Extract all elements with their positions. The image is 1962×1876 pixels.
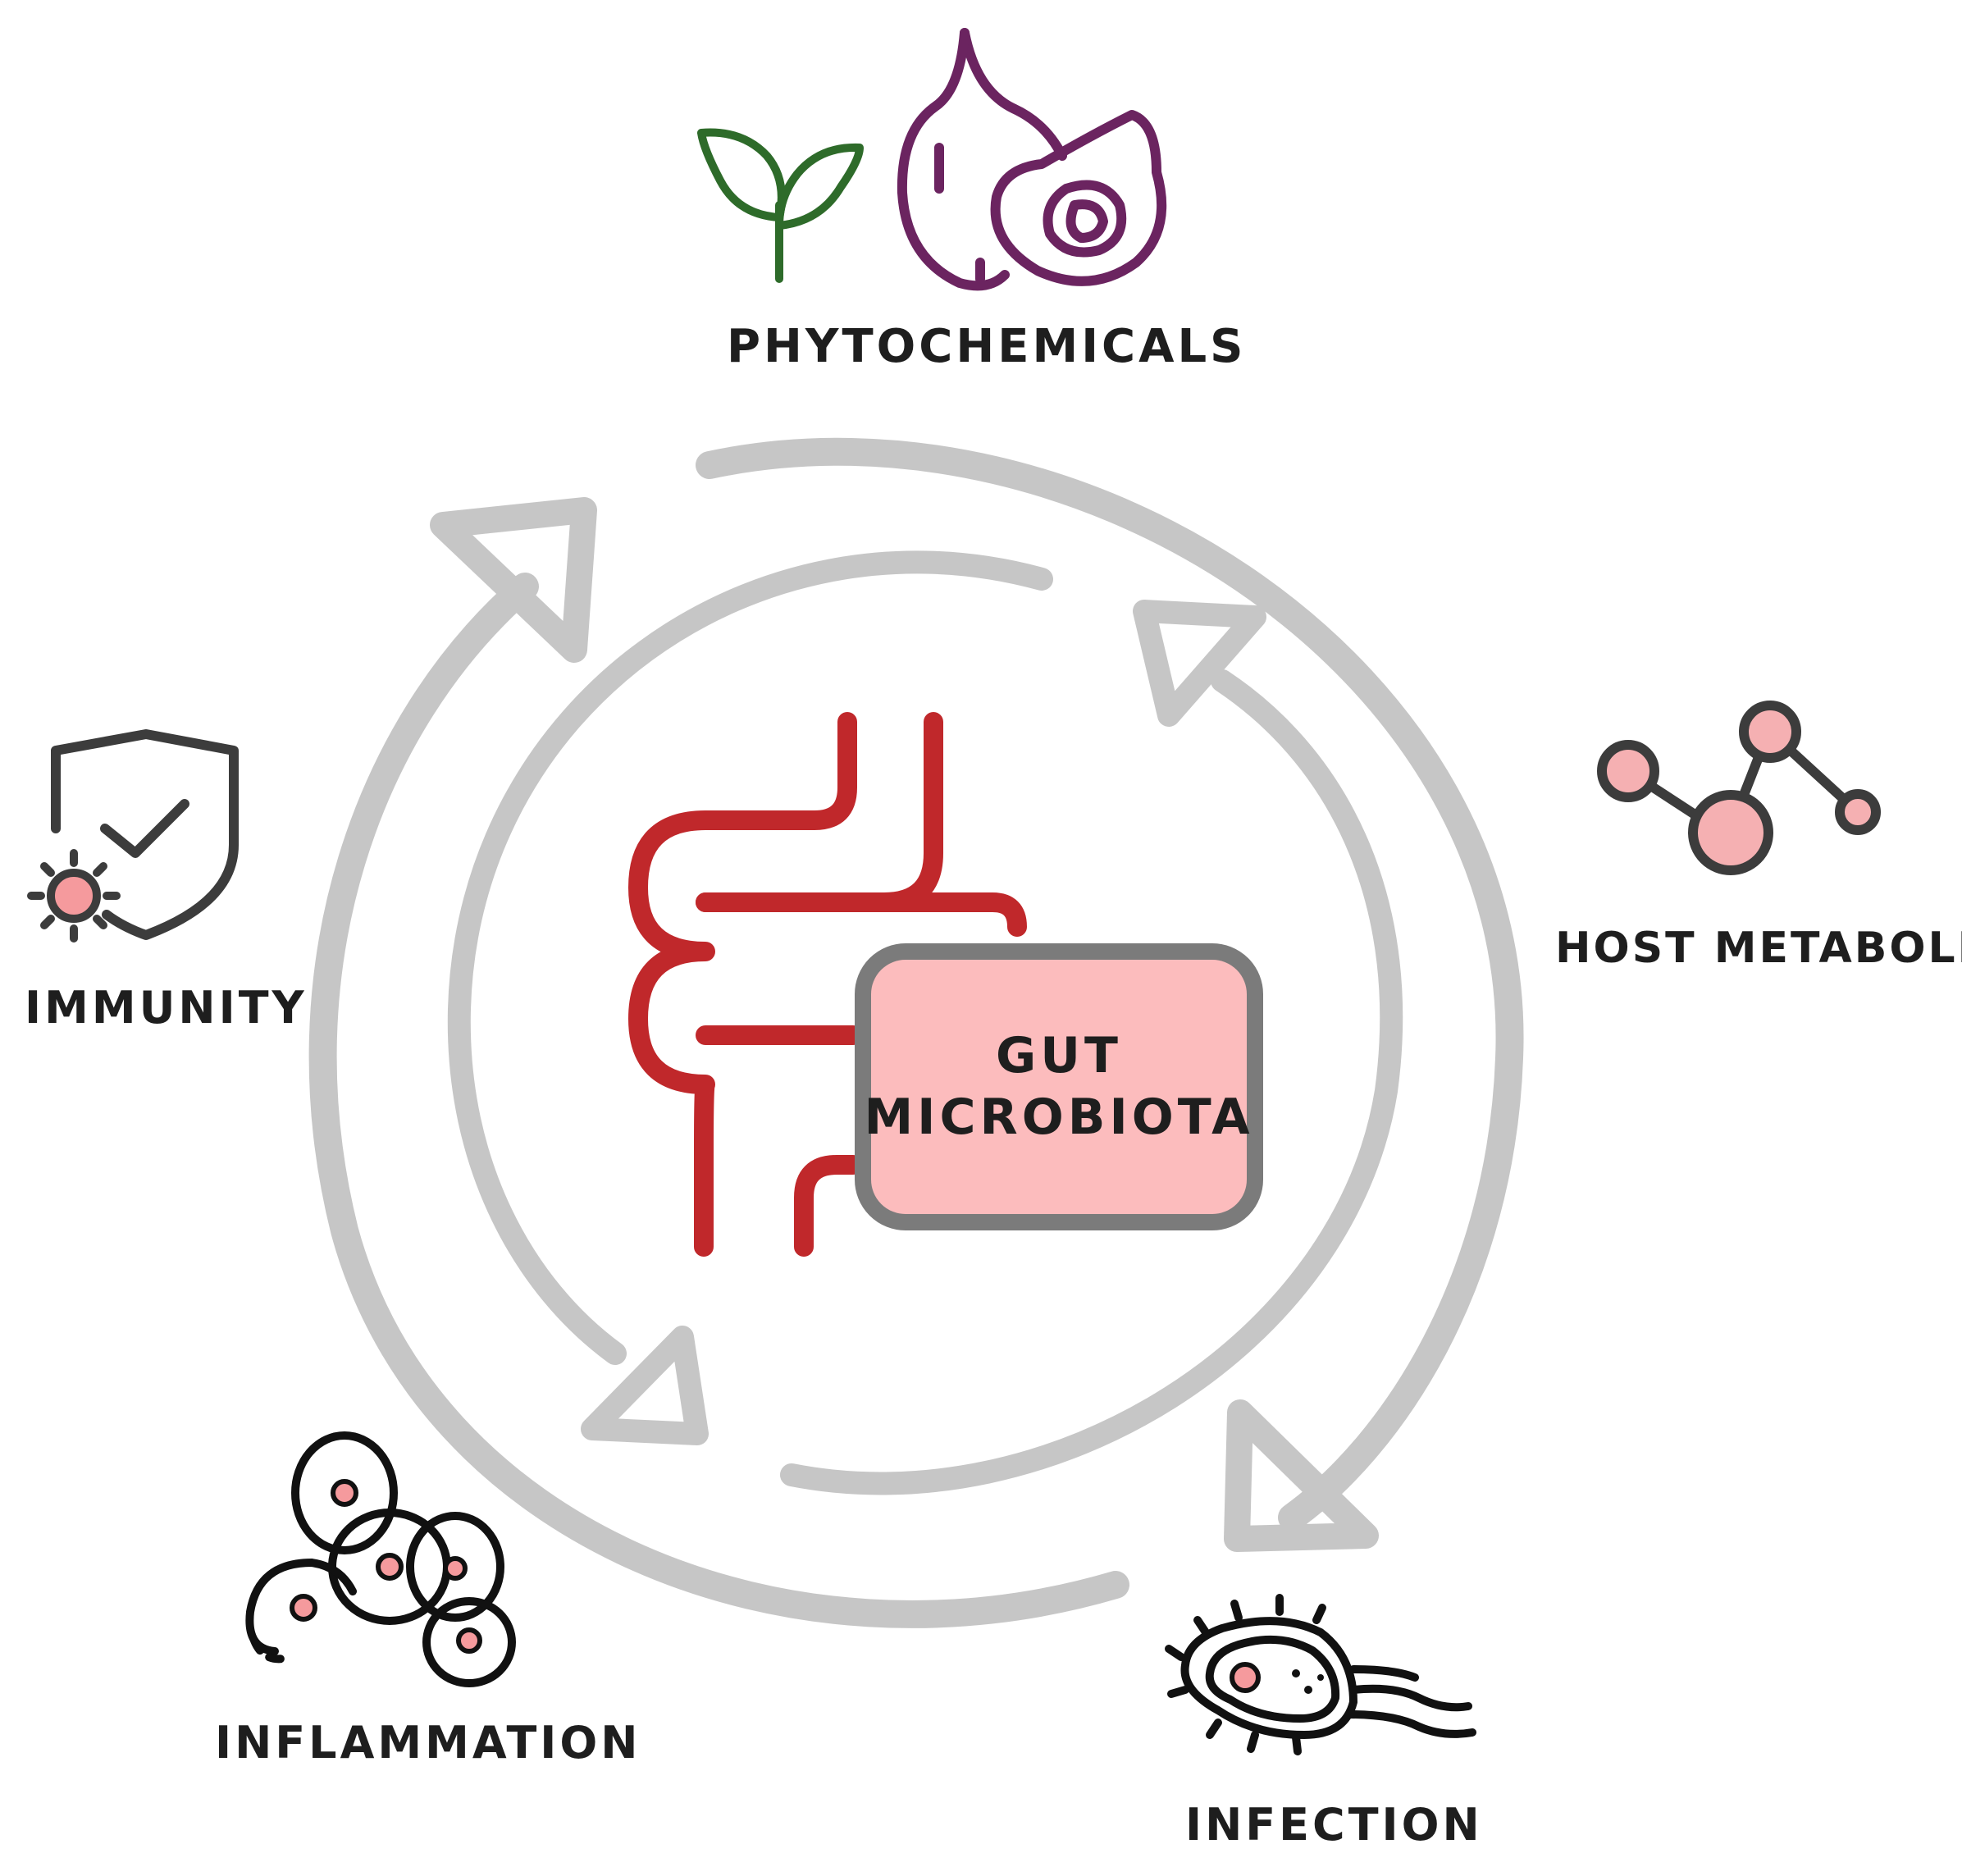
inner-cycle: [447, 550, 1403, 1495]
arrowhead-top-left: [430, 497, 597, 663]
arrowhead-bottom-right: [1224, 1399, 1379, 1552]
shield-check-icon: [51, 729, 239, 940]
arrowhead-inner-bottom-left: [581, 1326, 709, 1445]
outer-arc-left: [308, 573, 1129, 1628]
molecule-icon: [1597, 701, 1881, 875]
gut-microbiota-box: [855, 943, 1263, 1230]
arrowhead-inner-top-right: [1133, 600, 1266, 727]
label-host-metabolism: HOST METABOLISM: [1555, 924, 1962, 973]
onion-icon: [897, 28, 1167, 291]
bacterium-icon: [1165, 1594, 1476, 1755]
center-label-line1: GUT: [996, 1027, 1122, 1084]
label-phytochemicals: PHYTOCHEMICALS: [727, 320, 1247, 373]
outer-arc-top-right: [696, 437, 1524, 1531]
center-label-line2: MICROBIOTA: [864, 1089, 1254, 1146]
bacterium-inclusions: [1230, 1662, 1324, 1694]
outer-cycle: [308, 437, 1524, 1628]
inner-arc-left: [447, 550, 1053, 1365]
center-label: GUT MICROBIOTA: [863, 952, 1255, 1222]
inner-arc-right: [780, 669, 1403, 1495]
label-immunity: IMMUNITY: [25, 982, 308, 1034]
cells-nuclei: [290, 1479, 482, 1654]
sprout-icon: [697, 128, 864, 283]
cells-icon: [245, 1431, 516, 1687]
label-inflammation: INFLAMMATION: [215, 1717, 641, 1769]
label-infection: INFECTION: [1185, 1799, 1483, 1851]
intestine-icon: [628, 712, 1027, 1257]
virus-icon: [27, 849, 121, 943]
